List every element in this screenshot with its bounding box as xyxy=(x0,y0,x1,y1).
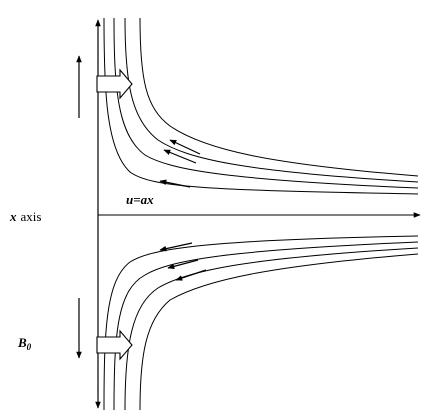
upper-flow-arrows xyxy=(159,139,201,188)
x-axis-word: axis xyxy=(21,209,42,224)
lower-streamline-4 xyxy=(139,253,419,411)
lower-streamlines xyxy=(103,235,419,411)
lower-flow-arrow-2 xyxy=(167,259,199,270)
lower-streamline-3 xyxy=(124,247,419,411)
upper-streamline-1 xyxy=(103,17,419,195)
lower-flow-arrow-1 xyxy=(159,242,193,252)
field-subscript: 0 xyxy=(27,342,32,352)
upper-streamline-3 xyxy=(124,17,419,183)
lower-block-arrow xyxy=(96,329,133,361)
field-symbol: B xyxy=(17,335,27,350)
upper-streamline-2 xyxy=(113,17,419,189)
velocity-label: u=ax xyxy=(126,192,154,207)
x-axis-variable: x xyxy=(9,209,17,224)
upper-flow-arrow-1 xyxy=(159,179,191,188)
upper-flow-arrow-3 xyxy=(169,139,201,155)
lower-streamline-1 xyxy=(103,235,419,411)
upper-block-arrow xyxy=(96,68,133,100)
lower-flow-arrow-3 xyxy=(175,269,207,281)
lower-flow-arrows xyxy=(159,242,207,281)
upper-flow-arrow-2 xyxy=(163,149,197,164)
upper-streamline-4 xyxy=(139,17,419,177)
field-label: B0 xyxy=(17,335,32,352)
lower-streamline-2 xyxy=(113,241,419,411)
upper-streamlines xyxy=(103,17,419,195)
